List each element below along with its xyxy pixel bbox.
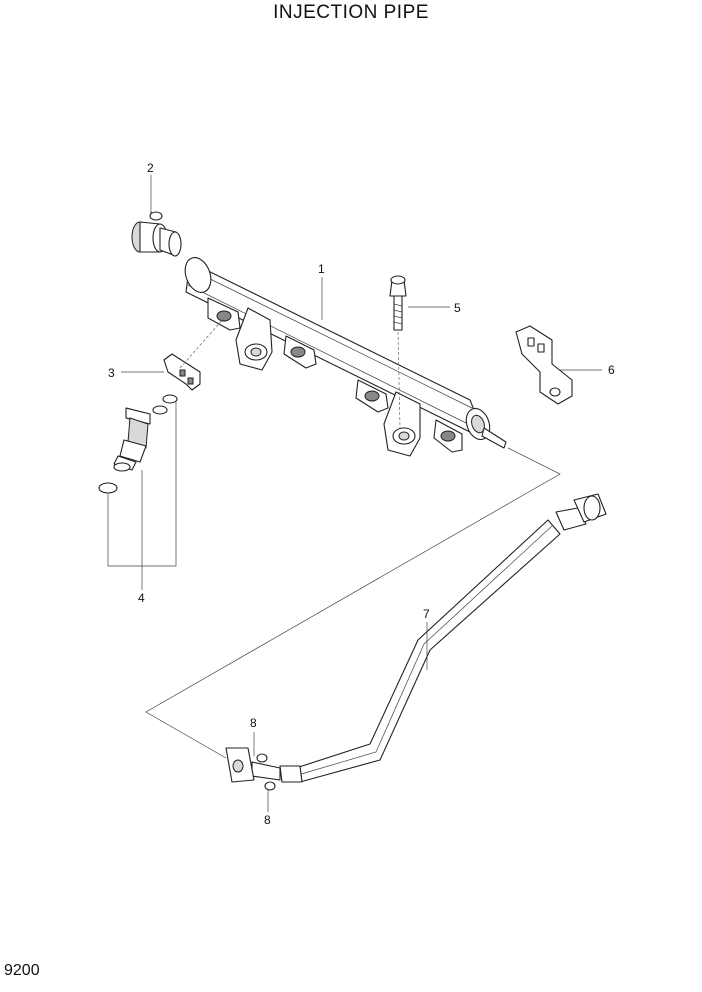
callout-1: 1 — [318, 262, 325, 276]
callout-7: 7 — [423, 607, 430, 621]
callout-6: 6 — [608, 363, 615, 377]
callout-8-lower: 8 — [264, 813, 271, 827]
callout-8-upper: 8 — [250, 716, 257, 730]
page-number: 9200 — [4, 962, 40, 979]
part-3-clip — [163, 353, 201, 391]
page-title: INJECTION PIPE — [273, 2, 429, 23]
part-7-hose — [225, 493, 607, 791]
part-5-bolt — [389, 275, 407, 429]
part-4-injector — [98, 394, 178, 494]
callout-4: 4 — [138, 591, 145, 605]
leader-lines — [107, 175, 602, 812]
callout-2: 2 — [147, 161, 154, 175]
part-6-bracket — [515, 325, 573, 405]
callouts: 1 2 3 4 5 6 7 8 8 — [108, 161, 615, 827]
callout-5: 5 — [454, 301, 461, 315]
callout-3: 3 — [108, 366, 115, 380]
part-1-fuel-rail — [184, 257, 507, 457]
part-2-cap — [131, 211, 182, 257]
